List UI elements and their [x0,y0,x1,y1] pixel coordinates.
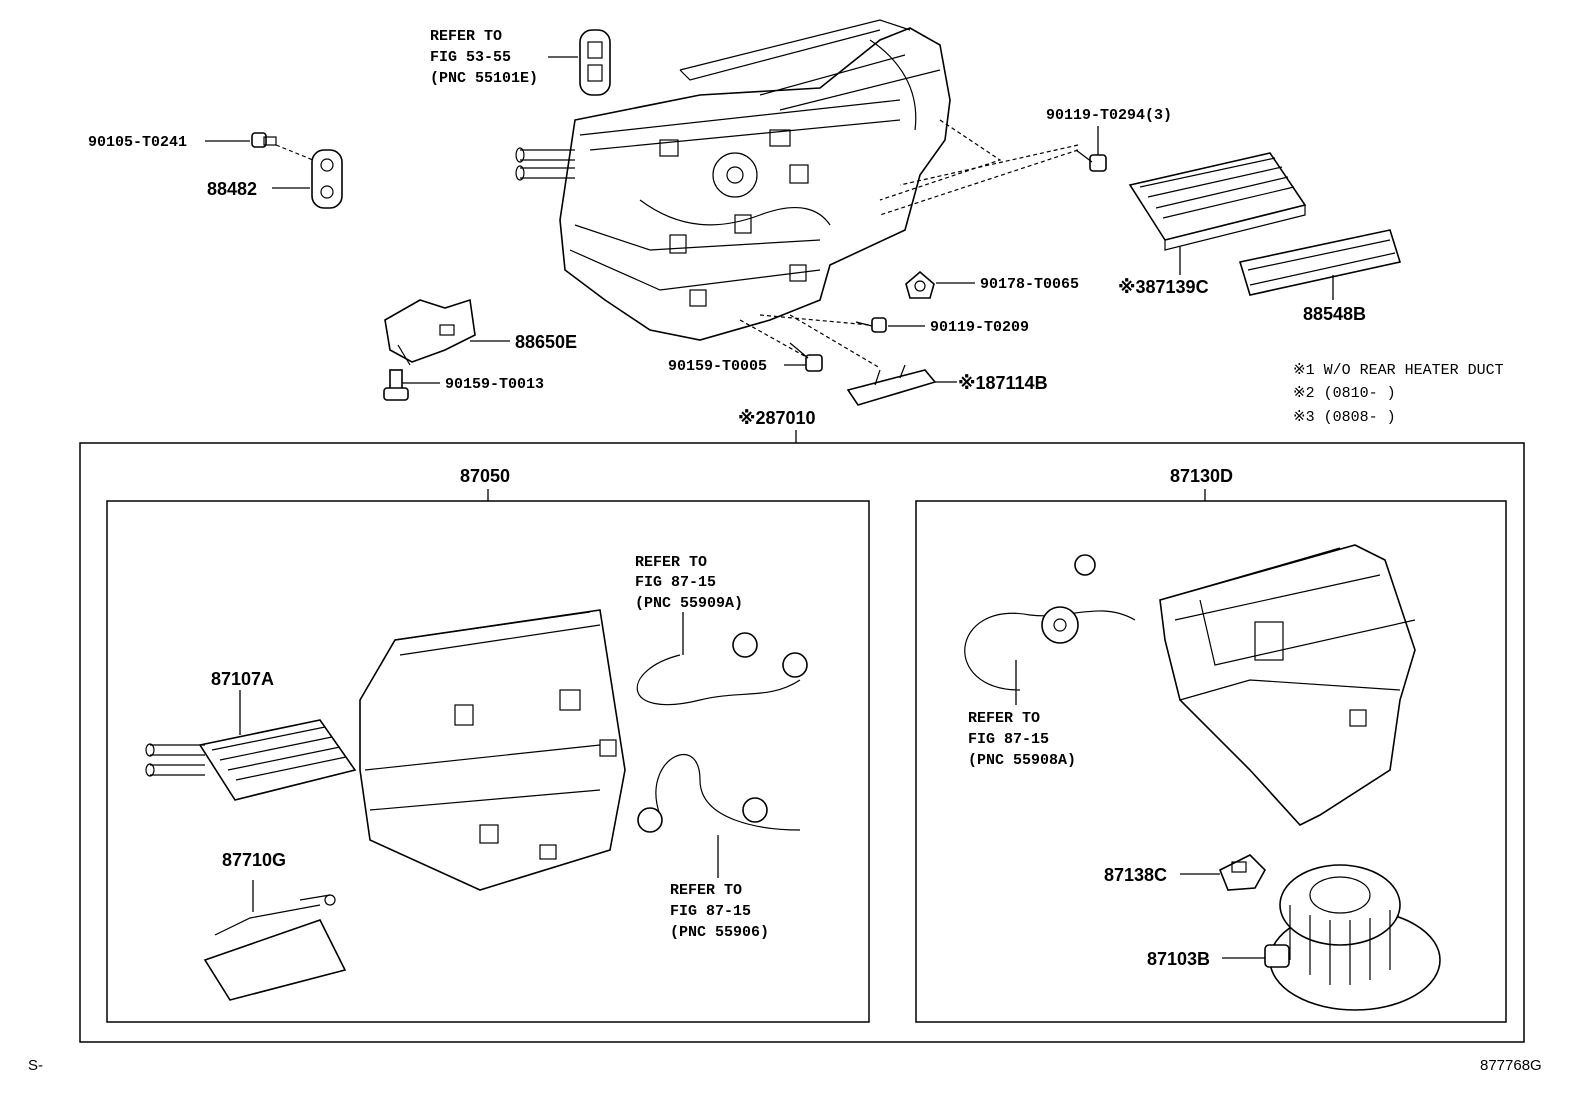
label-90159-t0013: 90159-T0013 [445,376,544,393]
sensor-88482 [311,149,343,209]
subassembly-87130d-frame [915,500,1507,1023]
nut-90178-t0065 [905,270,935,299]
label-90105-t0241: 90105-T0241 [88,134,187,151]
wire-harness-55906 [637,753,801,833]
label-90159-t0005: 90159-T0005 [668,358,767,375]
heater-unit-drawing [515,19,951,341]
wire-harness-55908a [964,554,1136,691]
evaporator-87710g [203,894,347,1001]
label-87050: 87050 [460,466,510,486]
label-88482: 88482 [207,179,257,199]
note-3: ※3 (0808- ) [1293,409,1396,426]
screw-90119-t0209 [855,317,887,333]
wire-harness-55909a [636,632,808,706]
label-87139c: ※387139C [1118,277,1209,297]
refer-55906-line1: REFER TO [670,882,742,899]
note-2: ※2 (0810- ) [1293,385,1396,402]
refer-fig53-line2: FIG 53-55 [430,49,511,66]
duct-87114b [846,364,937,406]
label-87138c: 87138C [1104,865,1167,885]
label-90178-t0065: 90178-T0065 [980,276,1079,293]
refer-55909a-line2: FIG 87-15 [635,574,716,591]
label-87114b: ※187114B [958,373,1048,393]
refer-55909a-line3: (PNC 55909A) [635,595,743,612]
label-88548b: 88548B [1303,304,1366,324]
switch-component [579,29,611,96]
corner-left-code: S- [28,1057,43,1074]
refer-55908a-line1: REFER TO [968,710,1040,727]
resistor-87138c [1218,854,1266,891]
refer-fig53-line3: (PNC 55101E) [430,70,538,87]
assembly-87010-frame [79,442,1525,1043]
label-87103b: 87103B [1147,949,1210,969]
bracket-88650e [384,298,476,366]
refer-55908a-line2: FIG 87-15 [968,731,1049,748]
heater-case-drawing [359,609,626,891]
blower-case-drawing [1159,544,1416,826]
label-88650e: 88650E [515,332,577,352]
screw-90159-t0005 [789,342,823,372]
label-87130d: 87130D [1170,466,1233,486]
filter-87139c [1128,152,1307,251]
label-87107a: 87107A [211,669,274,689]
refer-fig53-line1: REFER TO [430,28,502,45]
refer-55906-line3: (PNC 55906) [670,924,769,941]
label-87010: ※287010 [738,408,816,428]
label-90119-t0294: 90119-T0294(3) [1046,107,1172,124]
screw-90119-t0294 [1075,149,1107,172]
cover-88548b [1238,229,1402,296]
heater-core-87107a [145,719,357,801]
bolt-90159-t0013 [383,369,409,401]
screw-90105-t0241 [251,132,277,148]
refer-55908a-line3: (PNC 55908A) [968,752,1076,769]
refer-55906-line2: FIG 87-15 [670,903,751,920]
diagram-number: 877768G [1480,1057,1542,1074]
label-87710g: 87710G [222,850,286,870]
label-90119-t0209: 90119-T0209 [930,319,1029,336]
refer-55909a-line1: REFER TO [635,554,707,571]
blower-motor-87103b [1264,864,1441,1011]
note-1: ※1 W/O REAR HEATER DUCT [1293,362,1504,379]
